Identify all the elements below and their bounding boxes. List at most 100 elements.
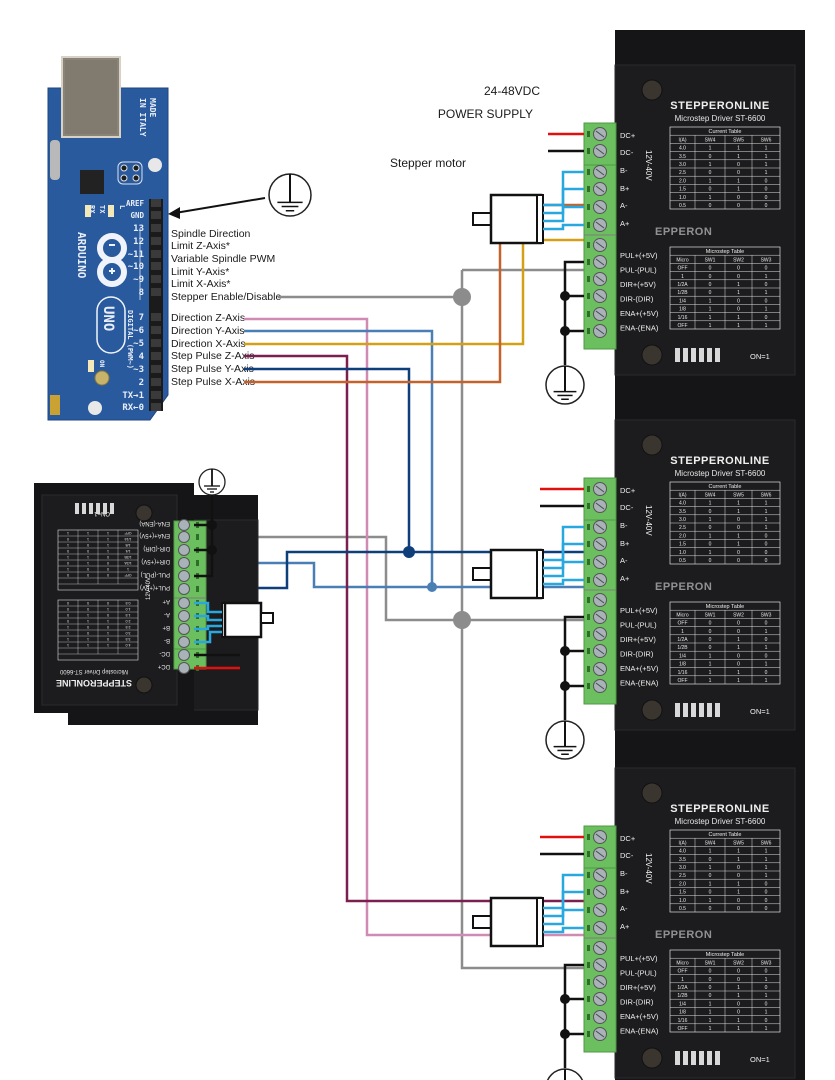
driver-pin-label: A- [620,904,628,913]
wire-motor-coil [194,630,222,644]
table-cell: 0 [67,573,69,577]
mounting-hole [88,401,102,415]
screw-icon [641,344,663,366]
terminal-screw-icon[interactable] [178,636,190,648]
terminal-screw-icon[interactable] [178,597,190,609]
table-header: SW6 [761,492,772,498]
table-cell: 0 [737,274,740,280]
table-cell: 1.5 [126,613,131,617]
table-cell: 0 [737,162,740,168]
table-cell: 1 [737,993,740,999]
table-cell: 1 [765,162,768,168]
terminal-screw-icon[interactable] [178,610,190,622]
terminal-screw-icon[interactable] [178,519,190,531]
stepper-motor-icon [472,193,544,245]
table-cell: 0 [87,543,89,547]
table-cell: 1/16 [125,537,132,541]
terminal-screw-icon[interactable] [178,649,190,661]
mounting-hole [148,158,162,172]
table-cell: 0 [737,170,740,176]
wire-motor-coil [543,890,584,918]
terminal-screw-icon[interactable] [178,544,190,556]
table-cell: 1 [709,662,712,668]
driver-pin-label: DC- [620,503,634,512]
table-cell: 3.5 [679,857,686,863]
table-header: SW3 [761,960,772,966]
table-cell: 0 [107,601,109,605]
dip-switch [675,348,680,362]
table-cell: 0 [709,621,712,627]
driver-pin-label: DC+ [620,834,636,843]
table-header: I(A) [678,840,686,846]
table-cell: 1 [67,643,69,647]
driver-pin-label: DIR-(DIR) [620,650,654,659]
terminal-screw-icon[interactable] [178,570,190,582]
terminal-screw-icon[interactable] [178,583,190,595]
driver-pin-label: DIR-(DIR) [620,295,654,304]
table-cell: 0 [709,969,712,975]
table-cell: 0 [765,969,768,975]
table-cell: 0 [737,517,740,523]
table-cell: 0 [765,187,768,193]
driver-pin-label: B- [620,521,628,530]
table-cell: 2.0 [679,178,686,184]
table-cell: 0.5 [679,906,686,912]
wire-enable-bus [460,270,584,970]
terminal-screw-icon[interactable] [178,531,190,543]
table-cell: 0 [87,631,89,635]
table-cell: 1 [765,873,768,879]
table-cell: 1 [87,637,89,641]
table-cell: 0 [765,670,768,676]
driver-pin-label: B+ [620,887,630,896]
pin-number: TX→1 [122,391,144,401]
table-cell: 1 [107,549,109,553]
wire-motor-coil [543,578,584,586]
pin-number: ~11 [128,250,144,260]
table-cell: 1/8 [679,1010,686,1016]
header-pin-hole [151,275,161,283]
table-cell: 0 [67,549,69,553]
wire-motor-coil [194,624,222,631]
junction-ground [560,994,570,1004]
dip-switch [683,1051,688,1065]
stepper-motor-icon [472,548,544,600]
table-header: SW6 [761,840,772,846]
terminal-latch [587,169,590,175]
table-cell: 1 [709,517,712,523]
table-cell: 0 [765,621,768,627]
junction-ground [560,681,570,691]
driver-pin-label: A- [164,611,170,617]
label-limit-z: Limit Z-Axis* [171,240,230,252]
table-cell: 0 [737,1010,740,1016]
terminal-screw-icon[interactable] [178,623,190,635]
table-cell: 1 [709,533,712,539]
table-cell: 1 [67,543,69,547]
terminal-latch [587,851,590,857]
dip-switch [699,1051,704,1065]
table-cell: 1/16 [678,315,688,321]
table-cell: 1 [737,637,740,643]
table-cell: 1 [737,154,740,160]
table-header: SW1 [705,612,716,618]
driver-pin-label: ENA+(+5V) [620,1012,659,1021]
watermark: EPPERON [655,581,712,593]
table-cell: 1 [709,849,712,855]
stepper-motor-icon [221,601,274,639]
table-header: SW4 [705,137,716,143]
table-cell: 1 [737,315,740,321]
driver-pin-label: PUL+(+5V) [620,954,658,963]
driver-pin-label: A- [620,556,628,565]
table-cell: 1 [765,1026,768,1032]
table-cell: 1 [107,543,109,547]
terminal-screw-icon[interactable] [178,557,190,569]
terminal-screw-icon[interactable] [178,662,190,674]
table-cell: 0 [737,195,740,201]
driver-model: Microstep Driver ST-6600 [675,817,766,826]
table-cell: 0 [709,203,712,209]
header-pin-hole [151,352,161,360]
table-cell: 1 [681,629,684,635]
